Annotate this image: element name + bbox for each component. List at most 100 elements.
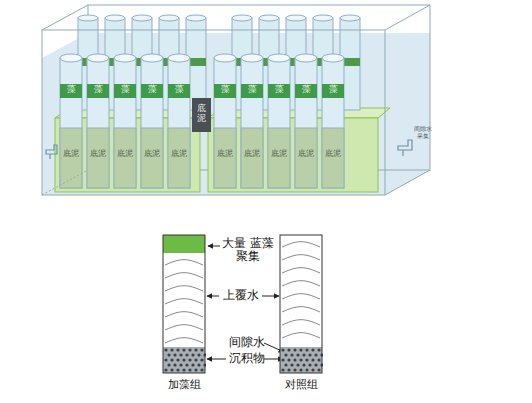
drawing-circle — [167, 353, 170, 356]
drawing-g — [60, 54, 82, 188]
drawing-circle — [299, 358, 302, 361]
drawing-path — [282, 255, 320, 260]
drawing-line — [385, 5, 430, 30]
column-node: 对照组 — [275, 234, 327, 394]
drawing-rect — [42, 30, 385, 195]
drawing-circle — [281, 358, 284, 361]
drawing-g — [141, 54, 163, 188]
drawing-rect — [295, 84, 317, 98]
drawing-g — [241, 54, 263, 188]
drawing-rect — [280, 235, 322, 373]
drawing-rect — [295, 128, 317, 188]
drawing-circle — [200, 348, 203, 351]
drawing-circle — [308, 353, 311, 356]
drawing-circle — [164, 348, 167, 351]
drawing-path — [46, 145, 57, 159]
drawing-path — [165, 299, 203, 304]
drawing-circle — [188, 358, 191, 361]
drawing-circle — [182, 348, 185, 351]
drawing-circle — [317, 358, 320, 361]
drawing-circle — [287, 358, 290, 361]
drawing-line — [262, 296, 279, 297]
drawing-ellipse — [168, 54, 190, 62]
drawing-rect — [168, 84, 190, 98]
drawing-rect — [208, 118, 378, 192]
drawing-ellipse — [78, 15, 98, 21]
drawing-ellipse — [268, 54, 290, 62]
drawing-circle — [284, 363, 287, 366]
tank-label: 藻 — [114, 85, 136, 95]
drawing-line — [385, 170, 430, 195]
drawing-circle — [164, 358, 167, 361]
drawing-g — [60, 54, 344, 188]
drawing-path — [282, 242, 320, 247]
drawing-rect — [87, 128, 109, 188]
drawing-path — [282, 281, 320, 286]
drawing-circle — [173, 353, 176, 356]
drawing-ellipse — [259, 15, 279, 21]
tank-label: 底泥 — [114, 150, 136, 159]
drawing-circle — [302, 353, 305, 356]
drawing-rect — [114, 128, 136, 188]
tank-label: 藻 — [168, 85, 190, 95]
drawing-circle — [170, 358, 173, 361]
drawing-rect — [87, 84, 109, 98]
drawing-path — [165, 338, 203, 343]
drawing-ellipse — [286, 15, 306, 21]
tank-label: 底泥 — [241, 150, 263, 159]
drawing-rect — [163, 235, 205, 373]
drawing-circle — [194, 348, 197, 351]
drawing-circle — [299, 368, 302, 371]
drawing-path — [282, 333, 320, 338]
drawing-path — [165, 312, 203, 317]
drawing-circle — [290, 353, 293, 356]
drawing-ellipse — [322, 54, 344, 62]
drawing-g — [214, 54, 236, 188]
drawing-circle — [311, 348, 314, 351]
drawing-rect — [114, 84, 136, 98]
drawing-circle — [296, 363, 299, 366]
drawing-path — [165, 286, 203, 291]
drawing-circle — [188, 348, 191, 351]
drawing-ellipse — [105, 15, 125, 21]
drawing-path — [165, 260, 203, 265]
drawing-rect — [295, 58, 317, 188]
drawing-line — [208, 246, 220, 247]
drawing-g — [114, 54, 136, 188]
drawing-circle — [305, 368, 308, 371]
drawing-circle — [287, 348, 290, 351]
drawing-circle — [200, 358, 203, 361]
drawing-g — [163, 235, 206, 373]
drawing-circle — [197, 353, 200, 356]
drawing-circle — [311, 358, 314, 361]
drawing-circle — [182, 358, 185, 361]
drawing-circle — [317, 368, 320, 371]
drawing-rect — [87, 58, 109, 188]
tank-label: 底泥 — [295, 150, 317, 159]
drawing-ellipse — [340, 15, 360, 21]
drawing-ellipse — [186, 15, 206, 21]
drawing-rect — [241, 84, 263, 98]
drawing-line — [207, 296, 219, 297]
drawing-rect — [322, 128, 344, 188]
drawing-circle — [179, 353, 182, 356]
drawing-rect — [168, 128, 190, 188]
tank-label: 藻 — [141, 85, 163, 95]
callout-label: 上覆水 — [221, 289, 261, 302]
drawing-path — [165, 325, 203, 330]
drawing-circle — [170, 348, 173, 351]
drawing-circle — [296, 353, 299, 356]
drawing-circle — [170, 368, 173, 371]
drawing-g — [295, 54, 317, 188]
drawing-path — [282, 268, 320, 273]
drawing-rect — [268, 128, 290, 188]
drawing-circle — [200, 368, 203, 371]
drawing-line — [207, 359, 226, 360]
drawing-circle — [173, 363, 176, 366]
drawing-ellipse — [114, 54, 136, 62]
callout-label: 沉积物 — [227, 352, 267, 365]
drawing-ellipse — [87, 54, 109, 62]
column-shape — [279, 234, 323, 374]
